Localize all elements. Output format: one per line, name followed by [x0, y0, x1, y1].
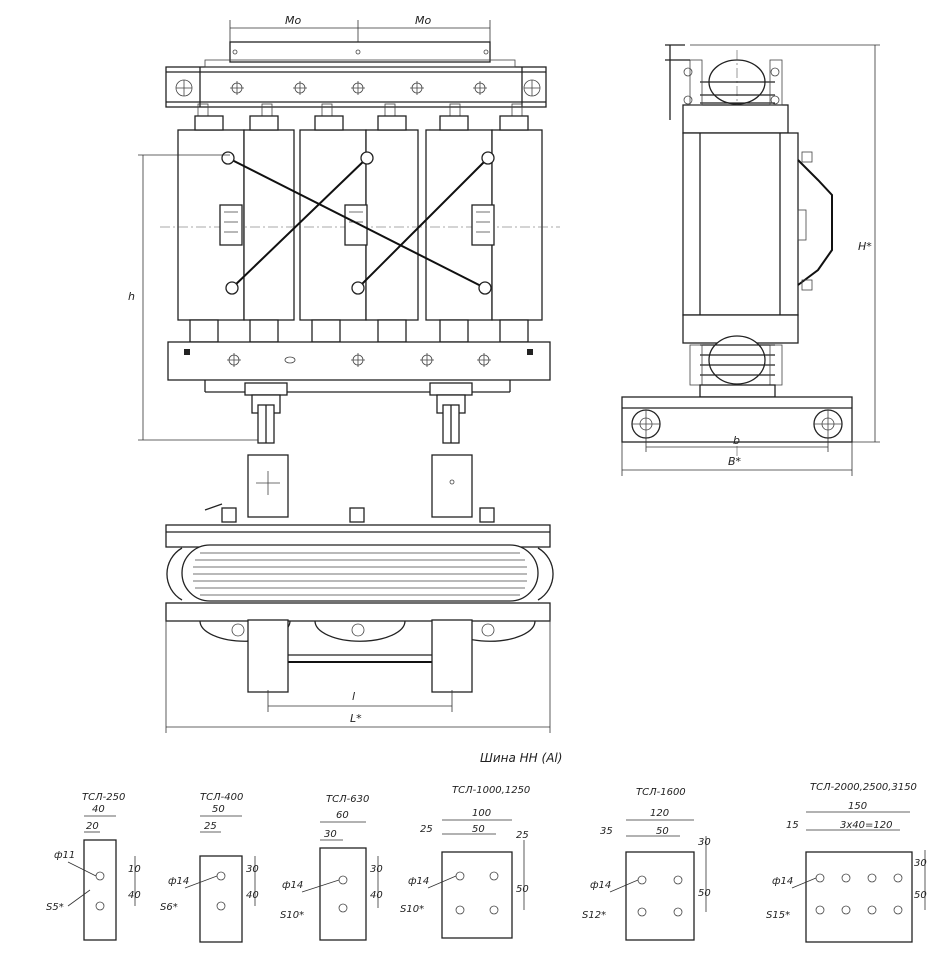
plan-view: l L*: [165, 454, 554, 733]
front-wheels: [244, 382, 473, 444]
svg-text:30: 30: [698, 837, 711, 848]
svg-text:S15*: S15*: [766, 910, 790, 921]
svg-text:150: 150: [848, 801, 867, 812]
svg-text:S5*: S5*: [46, 902, 64, 913]
svg-text:ф14: ф14: [168, 876, 189, 887]
svg-text:30: 30: [914, 858, 927, 869]
dim-B-star: B*: [728, 455, 742, 468]
svg-text:ТСЛ-1000,1250: ТСЛ-1000,1250: [452, 785, 530, 796]
svg-text:50: 50: [472, 824, 485, 835]
svg-text:50: 50: [698, 888, 711, 899]
dim-L-star: L*: [350, 712, 362, 725]
svg-text:30: 30: [370, 864, 383, 875]
svg-text:15: 15: [786, 820, 799, 831]
dim-h: h: [128, 290, 135, 303]
dim-l: l: [352, 690, 355, 703]
svg-text:25: 25: [516, 830, 529, 841]
svg-text:30: 30: [324, 829, 337, 840]
busbar-tsl-250: ТСЛ-250 40 20 10 40 ф11 S5*: [46, 792, 141, 941]
svg-text:40: 40: [370, 890, 383, 901]
svg-text:25: 25: [420, 824, 433, 835]
dim-H-star: H*: [858, 240, 872, 253]
svg-text:40: 40: [128, 890, 141, 901]
busbar-title: Шина НН (Al): [480, 751, 562, 765]
svg-text:100: 100: [472, 808, 491, 819]
svg-text:20: 20: [86, 821, 99, 832]
svg-text:S10*: S10*: [280, 910, 304, 921]
busbar-tsl-1600: ТСЛ-1600 120 35 50 30 50 ф14 S12*: [582, 787, 711, 941]
svg-text:S6*: S6*: [160, 902, 178, 913]
side-view: b B* H*: [621, 44, 880, 476]
svg-text:25: 25: [204, 821, 217, 832]
svg-text:ТСЛ-400: ТСЛ-400: [200, 792, 243, 803]
svg-text:ТСЛ-1600: ТСЛ-1600: [636, 787, 686, 798]
dim-mo-right: Мо: [415, 14, 431, 27]
svg-text:50: 50: [516, 884, 529, 895]
busbar-tsl-2000-2500-3150: ТСЛ-2000,2500,3150 150 15 3х40=120 30 50…: [766, 782, 927, 943]
svg-text:35: 35: [600, 826, 613, 837]
busbar-tsl-400: ТСЛ-400 50 25 30 40 ф14 S6*: [160, 792, 259, 943]
svg-text:50: 50: [656, 826, 669, 837]
busbar-tsl-630: ТСЛ-630 60 30 30 40 ф14 S10*: [280, 794, 383, 941]
svg-text:ф14: ф14: [590, 880, 611, 891]
svg-text:ф14: ф14: [282, 880, 303, 891]
svg-text:30: 30: [246, 864, 259, 875]
svg-text:ТСЛ-630: ТСЛ-630: [326, 794, 369, 805]
svg-text:10: 10: [128, 864, 141, 875]
svg-text:60: 60: [336, 810, 349, 821]
svg-text:ф11: ф11: [54, 850, 75, 861]
svg-text:S10*: S10*: [400, 904, 424, 915]
svg-text:50: 50: [212, 804, 225, 815]
svg-text:50: 50: [914, 890, 927, 901]
svg-text:40: 40: [92, 804, 105, 815]
dim-mo-left: Мо: [285, 14, 301, 27]
svg-text:ТСЛ-2000,2500,3150: ТСЛ-2000,2500,3150: [810, 782, 917, 793]
svg-text:40: 40: [246, 890, 259, 901]
svg-text:3х40=120: 3х40=120: [840, 820, 892, 831]
svg-text:ТСЛ-250: ТСЛ-250: [82, 792, 125, 803]
svg-text:ф14: ф14: [772, 876, 793, 887]
dim-b: b: [733, 434, 740, 447]
front-view: Мо Мо: [128, 14, 560, 444]
svg-text:S12*: S12*: [582, 910, 606, 921]
svg-text:ф14: ф14: [408, 876, 429, 887]
svg-text:120: 120: [650, 808, 669, 819]
busbar-tsl-1000-1250: ТСЛ-1000,1250 100 25 50 25 50 ф14 S10*: [400, 785, 530, 939]
